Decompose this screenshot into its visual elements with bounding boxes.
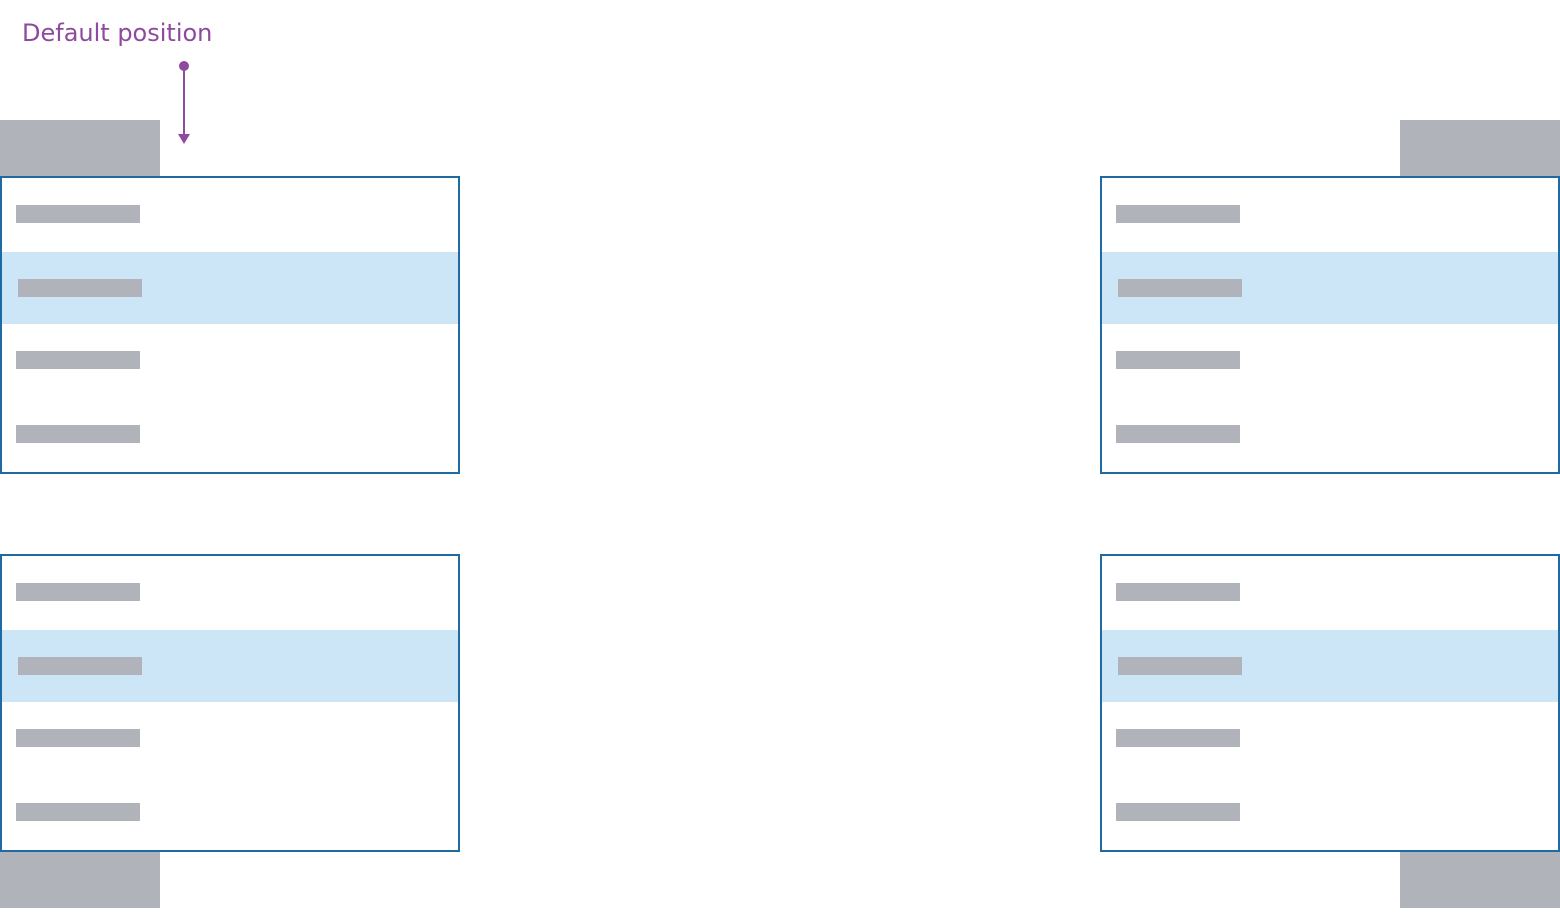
text-placeholder — [16, 205, 140, 223]
menu-item[interactable] — [1102, 398, 1558, 472]
text-placeholder — [1116, 205, 1240, 223]
text-placeholder — [16, 803, 140, 821]
menu-item-selected[interactable] — [1102, 252, 1558, 324]
text-placeholder — [1118, 279, 1242, 297]
text-placeholder — [1116, 425, 1240, 443]
menu-item[interactable] — [1102, 776, 1558, 850]
trigger-bottom-right[interactable] — [1400, 852, 1560, 908]
text-placeholder — [16, 583, 140, 601]
text-placeholder — [1116, 351, 1240, 369]
menu-item[interactable] — [1102, 178, 1558, 252]
dropdown-menu-top-left — [0, 176, 460, 474]
menu-item-selected[interactable] — [2, 252, 458, 324]
menu-item[interactable] — [2, 702, 458, 776]
trigger-top-left[interactable] — [0, 120, 160, 176]
trigger-bottom-left[interactable] — [0, 852, 160, 908]
text-placeholder — [1116, 803, 1240, 821]
menu-item[interactable] — [2, 556, 458, 630]
menu-item[interactable] — [2, 398, 458, 472]
menu-item[interactable] — [1102, 556, 1558, 630]
text-placeholder — [1116, 729, 1240, 747]
trigger-top-right[interactable] — [1400, 120, 1560, 176]
menu-item[interactable] — [1102, 702, 1558, 776]
text-placeholder — [1116, 583, 1240, 601]
text-placeholder — [16, 351, 140, 369]
menu-item[interactable] — [1102, 324, 1558, 398]
dropdown-menu-top-right — [1100, 176, 1560, 474]
text-placeholder — [18, 279, 142, 297]
text-placeholder — [18, 657, 142, 675]
menu-item-selected[interactable] — [1102, 630, 1558, 702]
dropdown-menu-bottom-right — [1100, 554, 1560, 852]
text-placeholder — [16, 425, 140, 443]
dropdown-menu-bottom-left — [0, 554, 460, 852]
text-placeholder — [1118, 657, 1242, 675]
default-position-label: Default position — [22, 19, 213, 47]
pointer-arrow-icon — [178, 61, 190, 144]
text-placeholder — [16, 729, 140, 747]
menu-item[interactable] — [2, 324, 458, 398]
menu-item[interactable] — [2, 178, 458, 252]
menu-item[interactable] — [2, 776, 458, 850]
menu-item-selected[interactable] — [2, 630, 458, 702]
